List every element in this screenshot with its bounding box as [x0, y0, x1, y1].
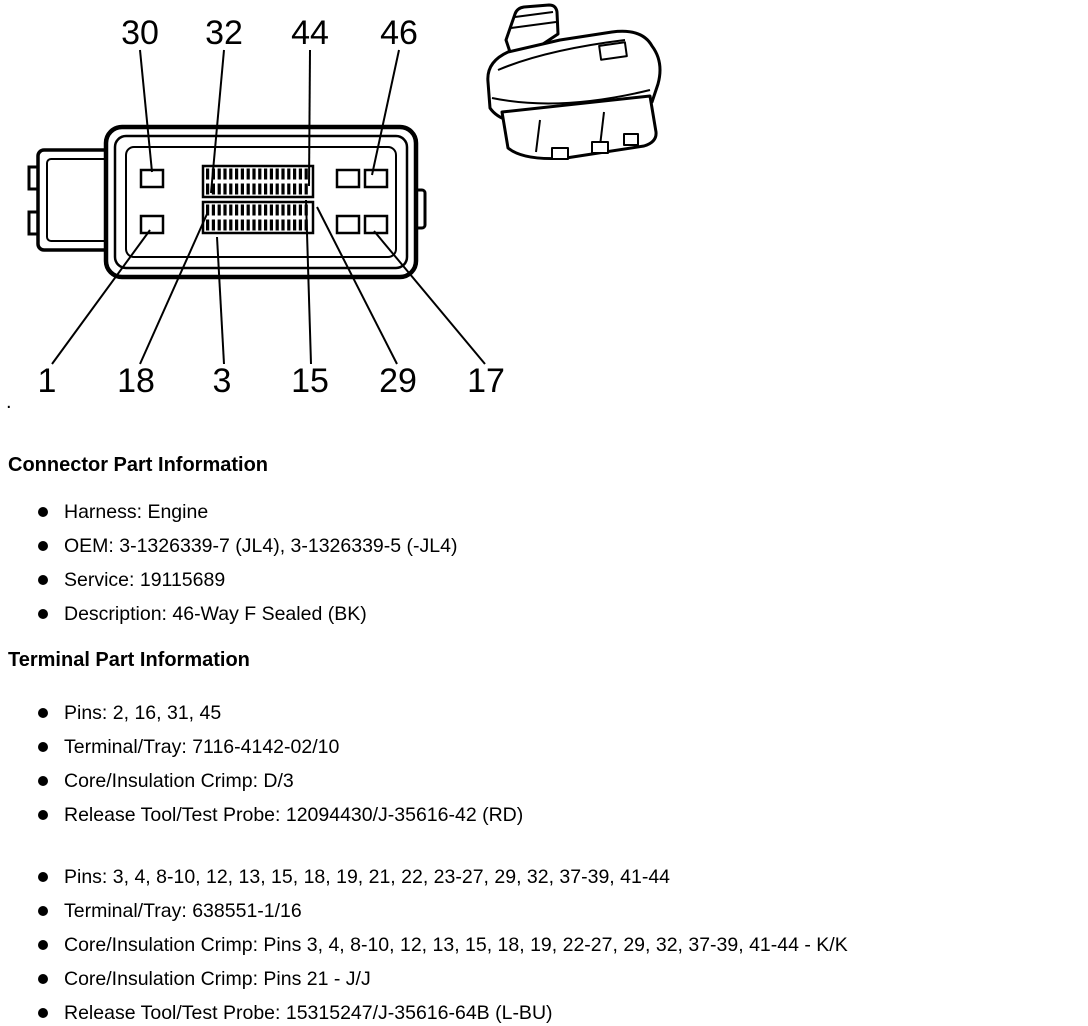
list-item: Core/Insulation Crimp: Pins 21 - J/J: [38, 968, 1074, 990]
section-heading-terminal-part-information: Terminal Part Information: [8, 649, 250, 671]
3d-shell-curve: [497, 39, 626, 71]
3d-nose-detail-line: [514, 11, 554, 18]
pin-cavity: [139, 214, 165, 235]
leader-line-46: [371, 49, 400, 176]
mounting-tab-inner: [46, 158, 110, 242]
part-information-content: Connector Part Information Harness: Engi…: [0, 454, 1088, 1024]
pin-cavity: [335, 214, 361, 235]
connector-3d-view: [486, 3, 662, 160]
callout-label-bottom-2: 3: [213, 362, 232, 400]
section-heading-connector-part-information: Connector Part Information: [8, 454, 269, 476]
leader-line-17: [373, 230, 486, 365]
connector-diagram: 30 32 44 46 1 18 3 15 29 17 .: [0, 0, 1088, 440]
list-item: Pins: 3, 4, 8-10, 12, 13, 15, 18, 19, 21…: [38, 866, 1074, 888]
leader-line-29: [316, 206, 398, 365]
callout-label-bottom-3: 15: [291, 362, 329, 400]
list-item-text: Core/Insulation Crimp: D/3: [64, 770, 294, 792]
callout-labels: 30 32 44 46 1 18 3 15 29 17: [38, 14, 505, 400]
leader-line-30: [139, 49, 153, 173]
list-item-text: Harness: Engine: [64, 501, 209, 523]
list-item-text: Service: 19115689: [64, 569, 226, 591]
3d-latch: [598, 41, 628, 61]
list-item: Core/Insulation Crimp: Pins 3, 4, 8-10, …: [38, 934, 1074, 956]
list-item: Core/Insulation Crimp: D/3: [38, 770, 1074, 792]
list-item: Service: 19115689: [38, 569, 1074, 591]
callout-leader-lines: [51, 49, 486, 365]
stray-period-artifact: .: [6, 391, 12, 413]
3d-nose-detail-line: [510, 21, 557, 29]
list-item-text: Description: 46-Way F Sealed (BK): [64, 603, 367, 625]
list-item: OEM: 3-1326339-7 (JL4), 3-1326339-5 (-JL…: [38, 535, 1074, 557]
leader-line-18: [139, 213, 208, 365]
3d-bottom-notch: [623, 133, 639, 146]
list-item: Release Tool/Test Probe: 15315247/J-3561…: [38, 1002, 1074, 1024]
callout-label-bottom-0: 1: [38, 362, 57, 400]
list-item-text: Core/Insulation Crimp: Pins 3, 4, 8-10, …: [64, 934, 848, 956]
pin-cavity: [335, 168, 361, 189]
list-item-text: Terminal/Tray: 638551-1/16: [64, 900, 302, 922]
callout-label-top-1: 32: [205, 14, 243, 52]
list-item-text: Release Tool/Test Probe: 12094430/J-3561…: [64, 804, 524, 826]
list-item-text: Terminal/Tray: 7116-4142-02/10: [64, 736, 340, 758]
callout-label-bottom-5: 17: [467, 362, 505, 400]
list-item: Release Tool/Test Probe: 12094430/J-3561…: [38, 804, 1074, 826]
callout-label-bottom-1: 18: [117, 362, 155, 400]
3d-bottom-notch: [591, 141, 609, 154]
callout-label-top-0: 30: [121, 14, 159, 52]
leader-line-1: [51, 229, 151, 365]
list-item-text: Pins: 2, 16, 31, 45: [64, 702, 222, 724]
leader-line-3: [216, 236, 225, 365]
callout-label-bottom-4: 29: [379, 362, 417, 400]
callout-label-top-2: 44: [291, 14, 329, 52]
pin-cavity: [139, 168, 165, 189]
3d-lower-block: [500, 94, 658, 160]
list-item-text: Core/Insulation Crimp: Pins 21 - J/J: [64, 968, 371, 990]
list-item-text: OEM: 3-1326339-7 (JL4), 3-1326339-5 (-JL…: [64, 535, 458, 557]
3d-block-seam: [535, 119, 541, 153]
terminal-part-info-list-group-1: Pins: 2, 16, 31, 45 Terminal/Tray: 7116-…: [8, 702, 1074, 826]
list-item-text: Release Tool/Test Probe: 15315247/J-3561…: [64, 1002, 553, 1024]
terminal-part-info-list-group-2: Pins: 3, 4, 8-10, 12, 13, 15, 18, 19, 21…: [8, 866, 1074, 1024]
list-item: Terminal/Tray: 7116-4142-02/10: [38, 736, 1074, 758]
list-item: Terminal/Tray: 638551-1/16: [38, 900, 1074, 922]
list-item: Harness: Engine: [38, 501, 1074, 523]
leader-line-44: [308, 49, 311, 187]
connector-part-info-list: Harness: Engine OEM: 3-1326339-7 (JL4), …: [8, 501, 1074, 625]
pin-cavity: [363, 168, 389, 189]
list-item: Description: 46-Way F Sealed (BK): [38, 603, 1074, 625]
leader-line-32: [210, 49, 225, 194]
connector-diagram-svg: 30 32 44 46 1 18 3 15 29 17: [27, 3, 662, 400]
list-item-text: Pins: 3, 4, 8-10, 12, 13, 15, 18, 19, 21…: [64, 866, 671, 888]
connector-front-view: [27, 124, 427, 280]
3d-bottom-notch: [551, 147, 569, 160]
3d-shell-curve: [491, 89, 651, 105]
pin-cavity: [363, 214, 389, 235]
leader-line-15: [305, 199, 312, 365]
list-item: Pins: 2, 16, 31, 45: [38, 702, 1074, 724]
3d-block-seam: [599, 111, 605, 147]
callout-label-top-3: 46: [380, 14, 418, 52]
